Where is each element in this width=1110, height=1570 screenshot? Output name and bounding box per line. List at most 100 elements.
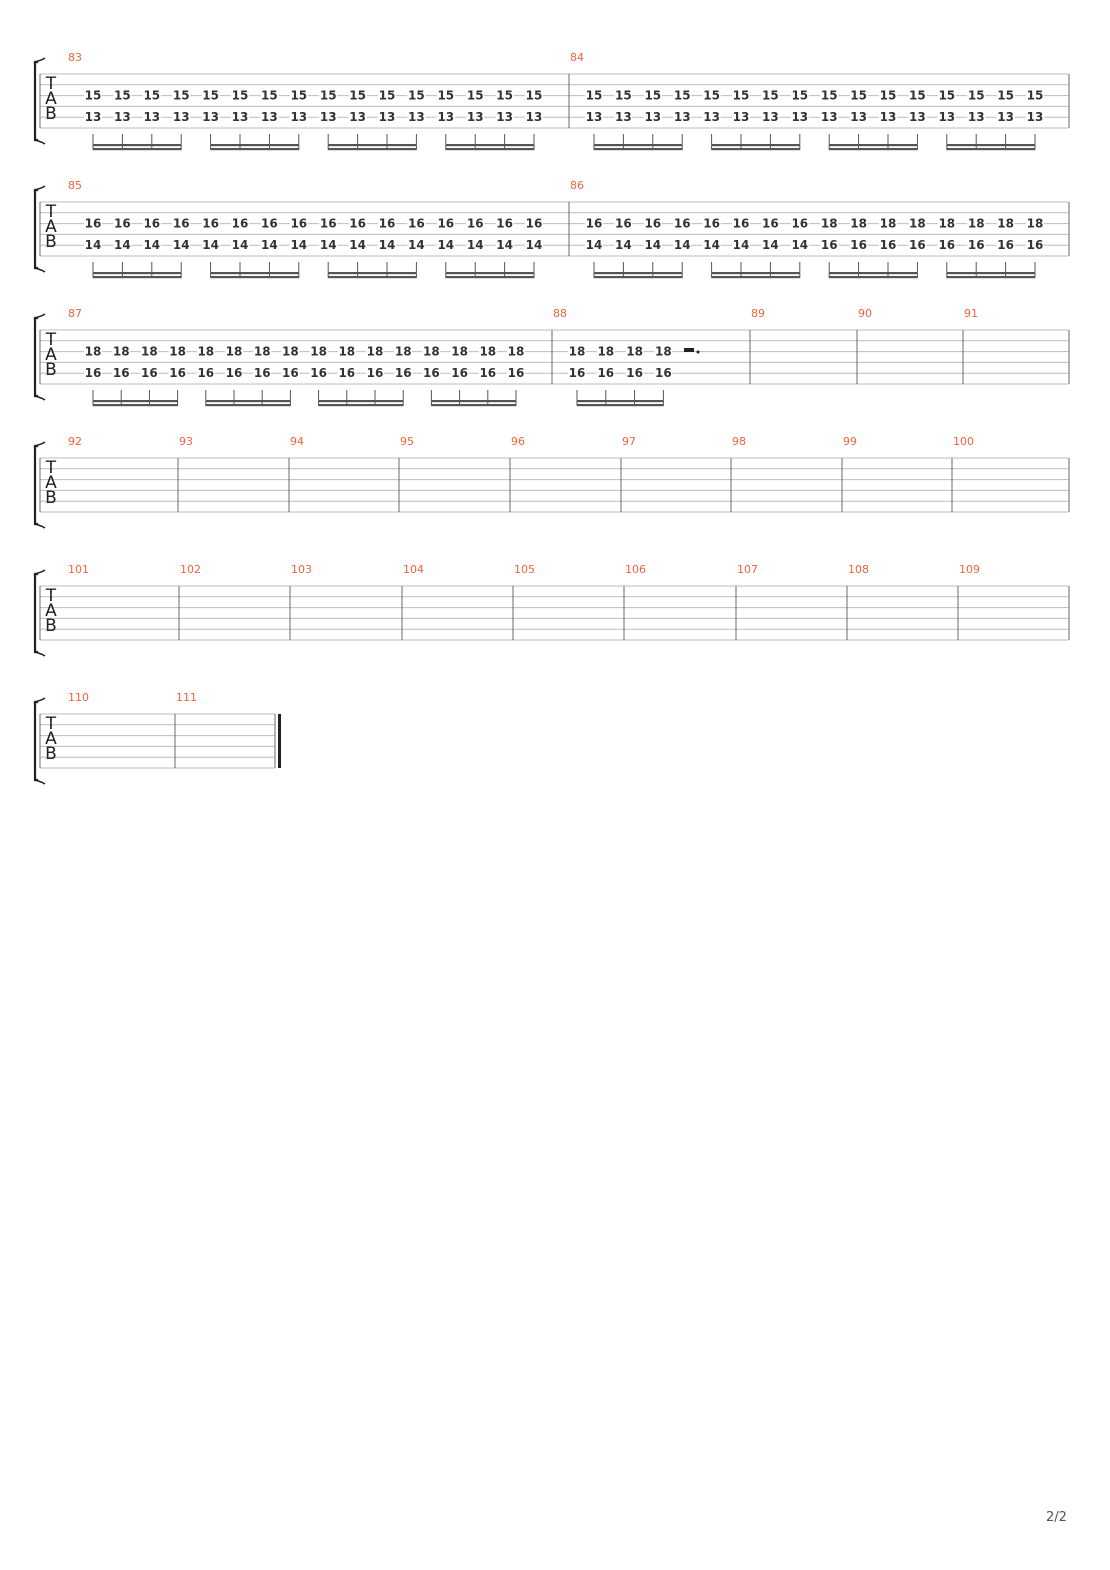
bracket-top-hook bbox=[34, 441, 46, 447]
fret-knockout bbox=[450, 367, 469, 380]
beam bbox=[946, 144, 1035, 147]
fret-knockout bbox=[319, 239, 338, 252]
fret-number: 15 bbox=[261, 89, 278, 103]
fret-number: 14 bbox=[202, 238, 219, 252]
fret-knockout bbox=[820, 111, 839, 124]
fret-number: 18 bbox=[197, 345, 214, 359]
fret-knockout bbox=[585, 111, 603, 124]
fret-number: 13 bbox=[349, 110, 366, 124]
fret-knockout bbox=[568, 367, 586, 380]
fret-knockout bbox=[643, 217, 662, 230]
fret-knockout bbox=[732, 111, 750, 124]
fret-knockout bbox=[231, 111, 249, 124]
fret-number: 16 bbox=[733, 217, 750, 231]
beam bbox=[577, 404, 664, 407]
fret-number: 16 bbox=[197, 366, 214, 380]
fret-number: 14 bbox=[85, 238, 102, 252]
fret-number: 13 bbox=[938, 110, 955, 124]
tab-clef-letter: B bbox=[45, 616, 57, 636]
fret-knockout bbox=[654, 367, 673, 380]
system-bracket bbox=[33, 444, 38, 526]
bracket-top-hook bbox=[34, 569, 46, 575]
fret-number: 13 bbox=[615, 110, 632, 124]
fret-knockout bbox=[466, 89, 485, 102]
fret-number: 16 bbox=[349, 217, 366, 231]
fret-knockout bbox=[201, 217, 220, 230]
fret-number: 14 bbox=[526, 238, 543, 252]
fret-number: 18 bbox=[113, 345, 130, 359]
fret-number: 18 bbox=[479, 345, 496, 359]
fret-number: 16 bbox=[113, 366, 130, 380]
fret-knockout bbox=[309, 367, 328, 380]
fret-number: 18 bbox=[85, 345, 102, 359]
bracket-top-hook bbox=[34, 57, 46, 63]
fret-knockout bbox=[820, 89, 839, 102]
fret-number: 16 bbox=[254, 366, 271, 380]
fret-number: 14 bbox=[232, 238, 249, 252]
fret-knockout bbox=[142, 89, 161, 102]
measure-number: 89 bbox=[751, 307, 765, 320]
fret-knockout bbox=[196, 345, 215, 358]
fret-knockout bbox=[172, 239, 191, 252]
fret-knockout bbox=[761, 111, 780, 124]
fret-knockout bbox=[596, 345, 615, 358]
fret-number: 18 bbox=[909, 217, 926, 231]
bracket-top-hook bbox=[34, 313, 46, 319]
fret-number: 15 bbox=[408, 89, 425, 103]
fret-knockout bbox=[879, 89, 897, 102]
measure-number: 98 bbox=[732, 435, 746, 448]
fret-number: 15 bbox=[850, 89, 867, 103]
fret-knockout bbox=[879, 217, 897, 230]
system-bracket bbox=[33, 316, 38, 398]
beam bbox=[594, 272, 683, 275]
fret-knockout bbox=[879, 239, 897, 252]
fret-knockout bbox=[849, 217, 868, 230]
fret-number: 13 bbox=[850, 110, 867, 124]
beam bbox=[93, 272, 182, 275]
fret-number: 14 bbox=[733, 238, 750, 252]
fret-number: 15 bbox=[202, 89, 219, 103]
fret-number: 16 bbox=[597, 366, 614, 380]
fret-knockout bbox=[1026, 89, 1044, 102]
fret-number: 14 bbox=[644, 238, 661, 252]
fret-number: 13 bbox=[909, 110, 926, 124]
fret-number: 16 bbox=[496, 217, 513, 231]
fret-number: 14 bbox=[467, 238, 484, 252]
fret-number: 15 bbox=[467, 89, 484, 103]
fret-knockout bbox=[260, 239, 279, 252]
fret-number: 18 bbox=[850, 217, 867, 231]
fret-number: 14 bbox=[674, 238, 691, 252]
fret-number: 18 bbox=[226, 345, 243, 359]
bracket-bottom-hook bbox=[34, 651, 46, 657]
fret-knockout bbox=[348, 217, 367, 230]
fret-number: 14 bbox=[586, 238, 603, 252]
fret-knockout bbox=[172, 217, 191, 230]
fret-knockout bbox=[673, 89, 692, 102]
fret-knockout bbox=[422, 367, 441, 380]
fret-number: 15 bbox=[880, 89, 897, 103]
fret-number: 15 bbox=[968, 89, 985, 103]
beam bbox=[445, 272, 534, 275]
fret-knockout bbox=[112, 345, 131, 358]
fret-number: 16 bbox=[367, 366, 384, 380]
tab-clef-letter: A bbox=[45, 601, 57, 621]
fret-number: 13 bbox=[733, 110, 750, 124]
bracket-bottom-hook bbox=[34, 779, 46, 785]
fret-number: 18 bbox=[141, 345, 158, 359]
tab-clef-letter: A bbox=[45, 345, 57, 365]
fret-number: 16 bbox=[479, 366, 496, 380]
fret-knockout bbox=[525, 111, 543, 124]
fret-knockout bbox=[937, 217, 956, 230]
tab-clef-letter: A bbox=[45, 729, 57, 749]
fret-number: 18 bbox=[626, 345, 643, 359]
fret-knockout bbox=[908, 239, 927, 252]
beam bbox=[210, 144, 299, 147]
beam bbox=[210, 276, 299, 279]
fret-knockout bbox=[84, 111, 102, 124]
fret-number: 18 bbox=[997, 217, 1014, 231]
bracket-top-hook bbox=[34, 697, 46, 703]
fret-number: 16 bbox=[423, 366, 440, 380]
fret-number: 13 bbox=[762, 110, 779, 124]
fret-number: 16 bbox=[85, 217, 102, 231]
beam bbox=[711, 276, 800, 279]
